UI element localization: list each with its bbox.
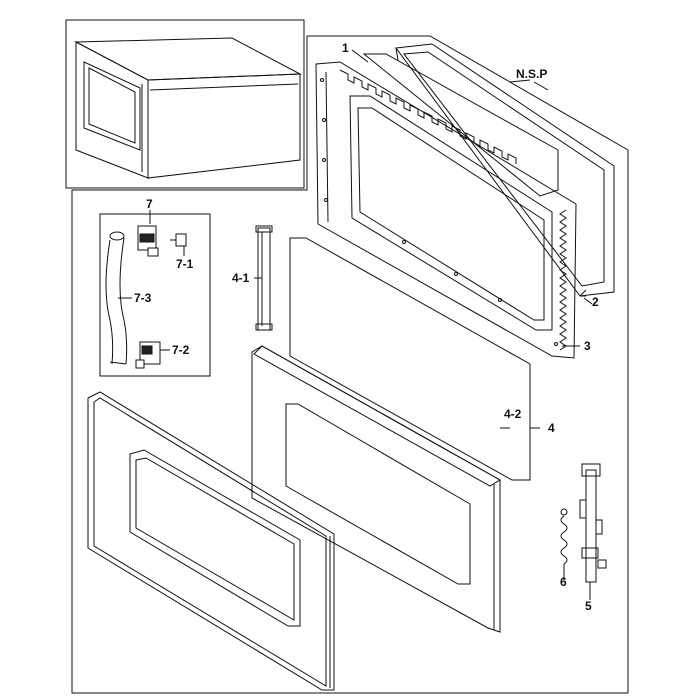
label-part-3: 3 xyxy=(584,339,591,353)
part-7-3-tube xyxy=(105,231,128,365)
part-labels: 1 N.S.P 2 3 4-2 4 4-1 5 6 7 7-1 7-2 7-3 xyxy=(134,41,599,613)
part-7-1-clip xyxy=(170,233,187,247)
label-part-4: 4 xyxy=(548,421,555,435)
label-nsp: N.S.P xyxy=(516,67,547,81)
part-4-door-assembly xyxy=(251,345,501,633)
label-part-5: 5 xyxy=(585,599,592,613)
label-part-7-1: 7-1 xyxy=(176,257,194,271)
part-5-latch-lever xyxy=(579,463,607,594)
part-nsp-rear-frame xyxy=(395,43,615,297)
microwave-overview-inset xyxy=(65,19,305,189)
assembly-outline xyxy=(71,35,629,694)
part-4-2-glass-panel xyxy=(289,237,531,481)
part-3-inner-door-frame xyxy=(315,61,577,359)
part-7-2-switch xyxy=(135,341,161,369)
label-part-7-3: 7-3 xyxy=(134,291,152,305)
label-part-6: 6 xyxy=(560,575,567,589)
label-part-7-2: 7-2 xyxy=(172,343,190,357)
part-7-latch-block xyxy=(137,225,159,257)
part-1-choke-sheet xyxy=(362,53,559,197)
part-6-spring xyxy=(560,508,568,572)
part-4-1-handle-bracket xyxy=(255,225,273,331)
label-part-1: 1 xyxy=(342,41,349,55)
leader-lines xyxy=(118,49,593,600)
front-door-panel xyxy=(87,391,335,691)
label-part-2: 2 xyxy=(592,295,599,309)
label-part-4-2: 4-2 xyxy=(504,407,522,421)
label-part-4-1: 4-1 xyxy=(232,271,250,285)
part-7-group xyxy=(99,213,211,377)
label-part-7: 7 xyxy=(146,197,153,211)
